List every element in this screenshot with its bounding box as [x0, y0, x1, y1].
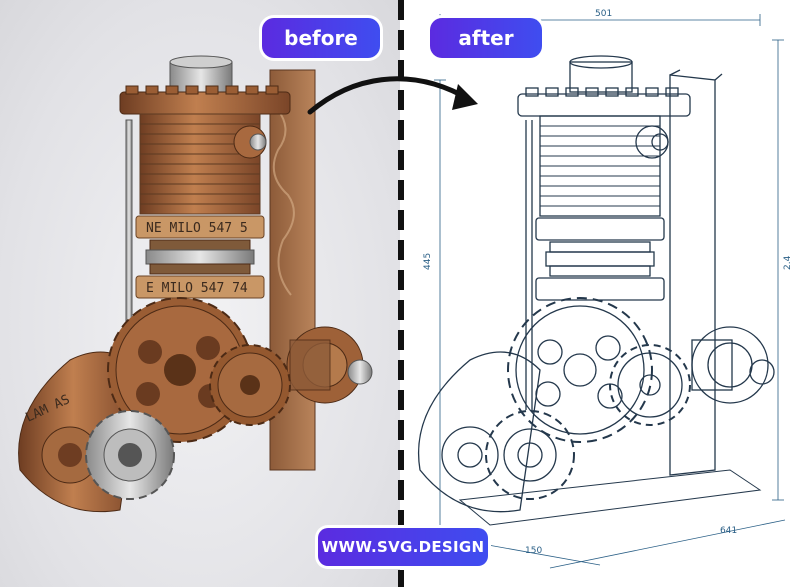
split-divider — [398, 0, 404, 587]
after-drawing-panel: 501 445 2.4 641 150 — [400, 0, 800, 587]
dimension-bottom-small: 150 — [525, 546, 542, 556]
dimension-right: 2.4 — [783, 255, 793, 270]
after-label: after — [430, 18, 542, 58]
before-photo-panel: NE MILO 547 5 E MILO 547 74 LAM AS — [0, 0, 400, 587]
band-upper-engraving: NE MILO 547 5 — [146, 221, 248, 236]
dimension-left: 445 — [423, 253, 433, 270]
dimension-top: 501 — [595, 9, 612, 19]
dimension-bottom: 641 — [720, 526, 737, 536]
engine-line-drawing: 501 445 2.4 641 150 — [417, 9, 793, 569]
copper-engine-illustration: NE MILO 547 5 E MILO 547 74 LAM AS — [18, 55, 373, 513]
band-lower-engraving: E MILO 547 74 — [146, 281, 248, 296]
before-label: before — [262, 18, 380, 58]
brand-url-badge: WWW.SVG.DESIGN — [318, 528, 488, 566]
